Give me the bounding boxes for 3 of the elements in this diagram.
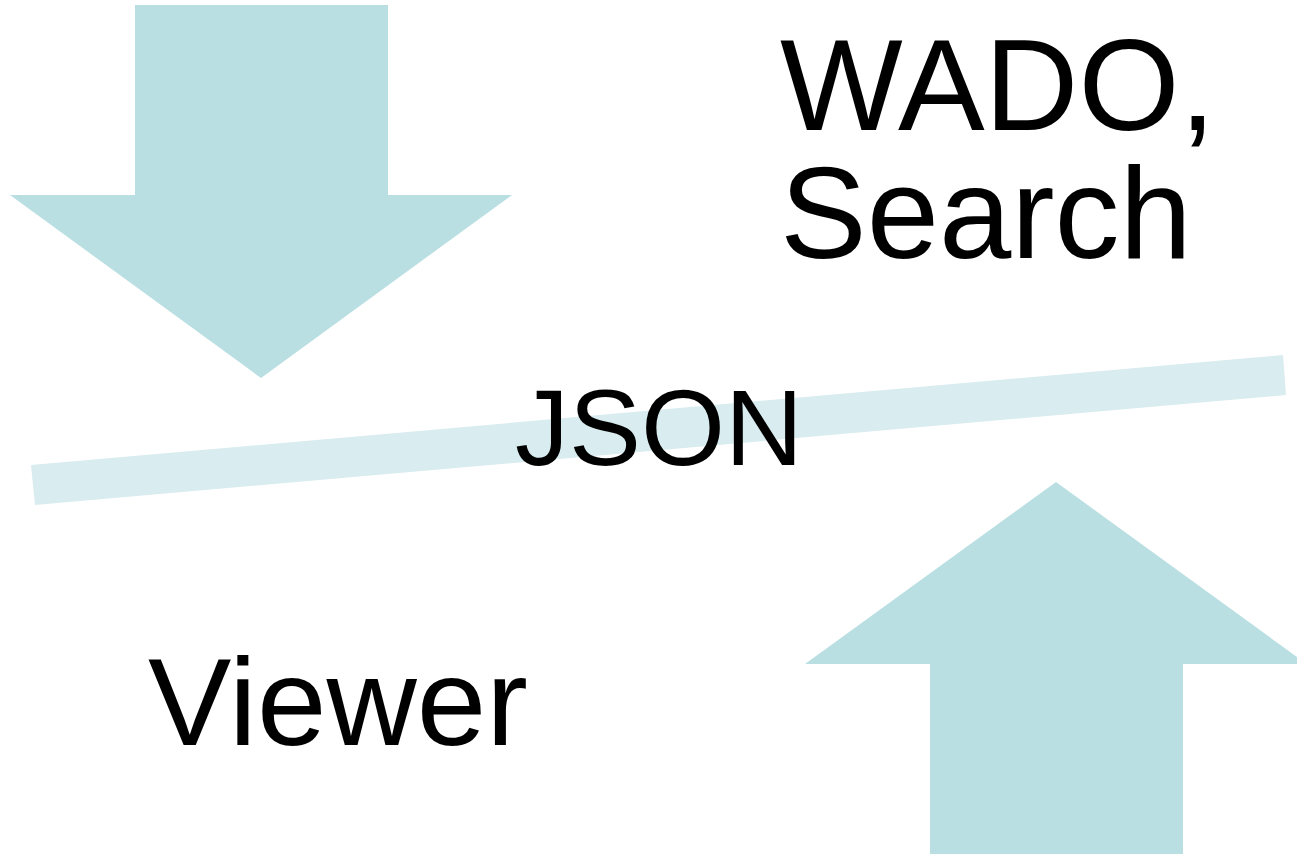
text-label: JSON xyxy=(515,374,804,482)
text-label: Viewer xyxy=(148,639,528,764)
text-label: WADO, Search xyxy=(780,21,1217,277)
